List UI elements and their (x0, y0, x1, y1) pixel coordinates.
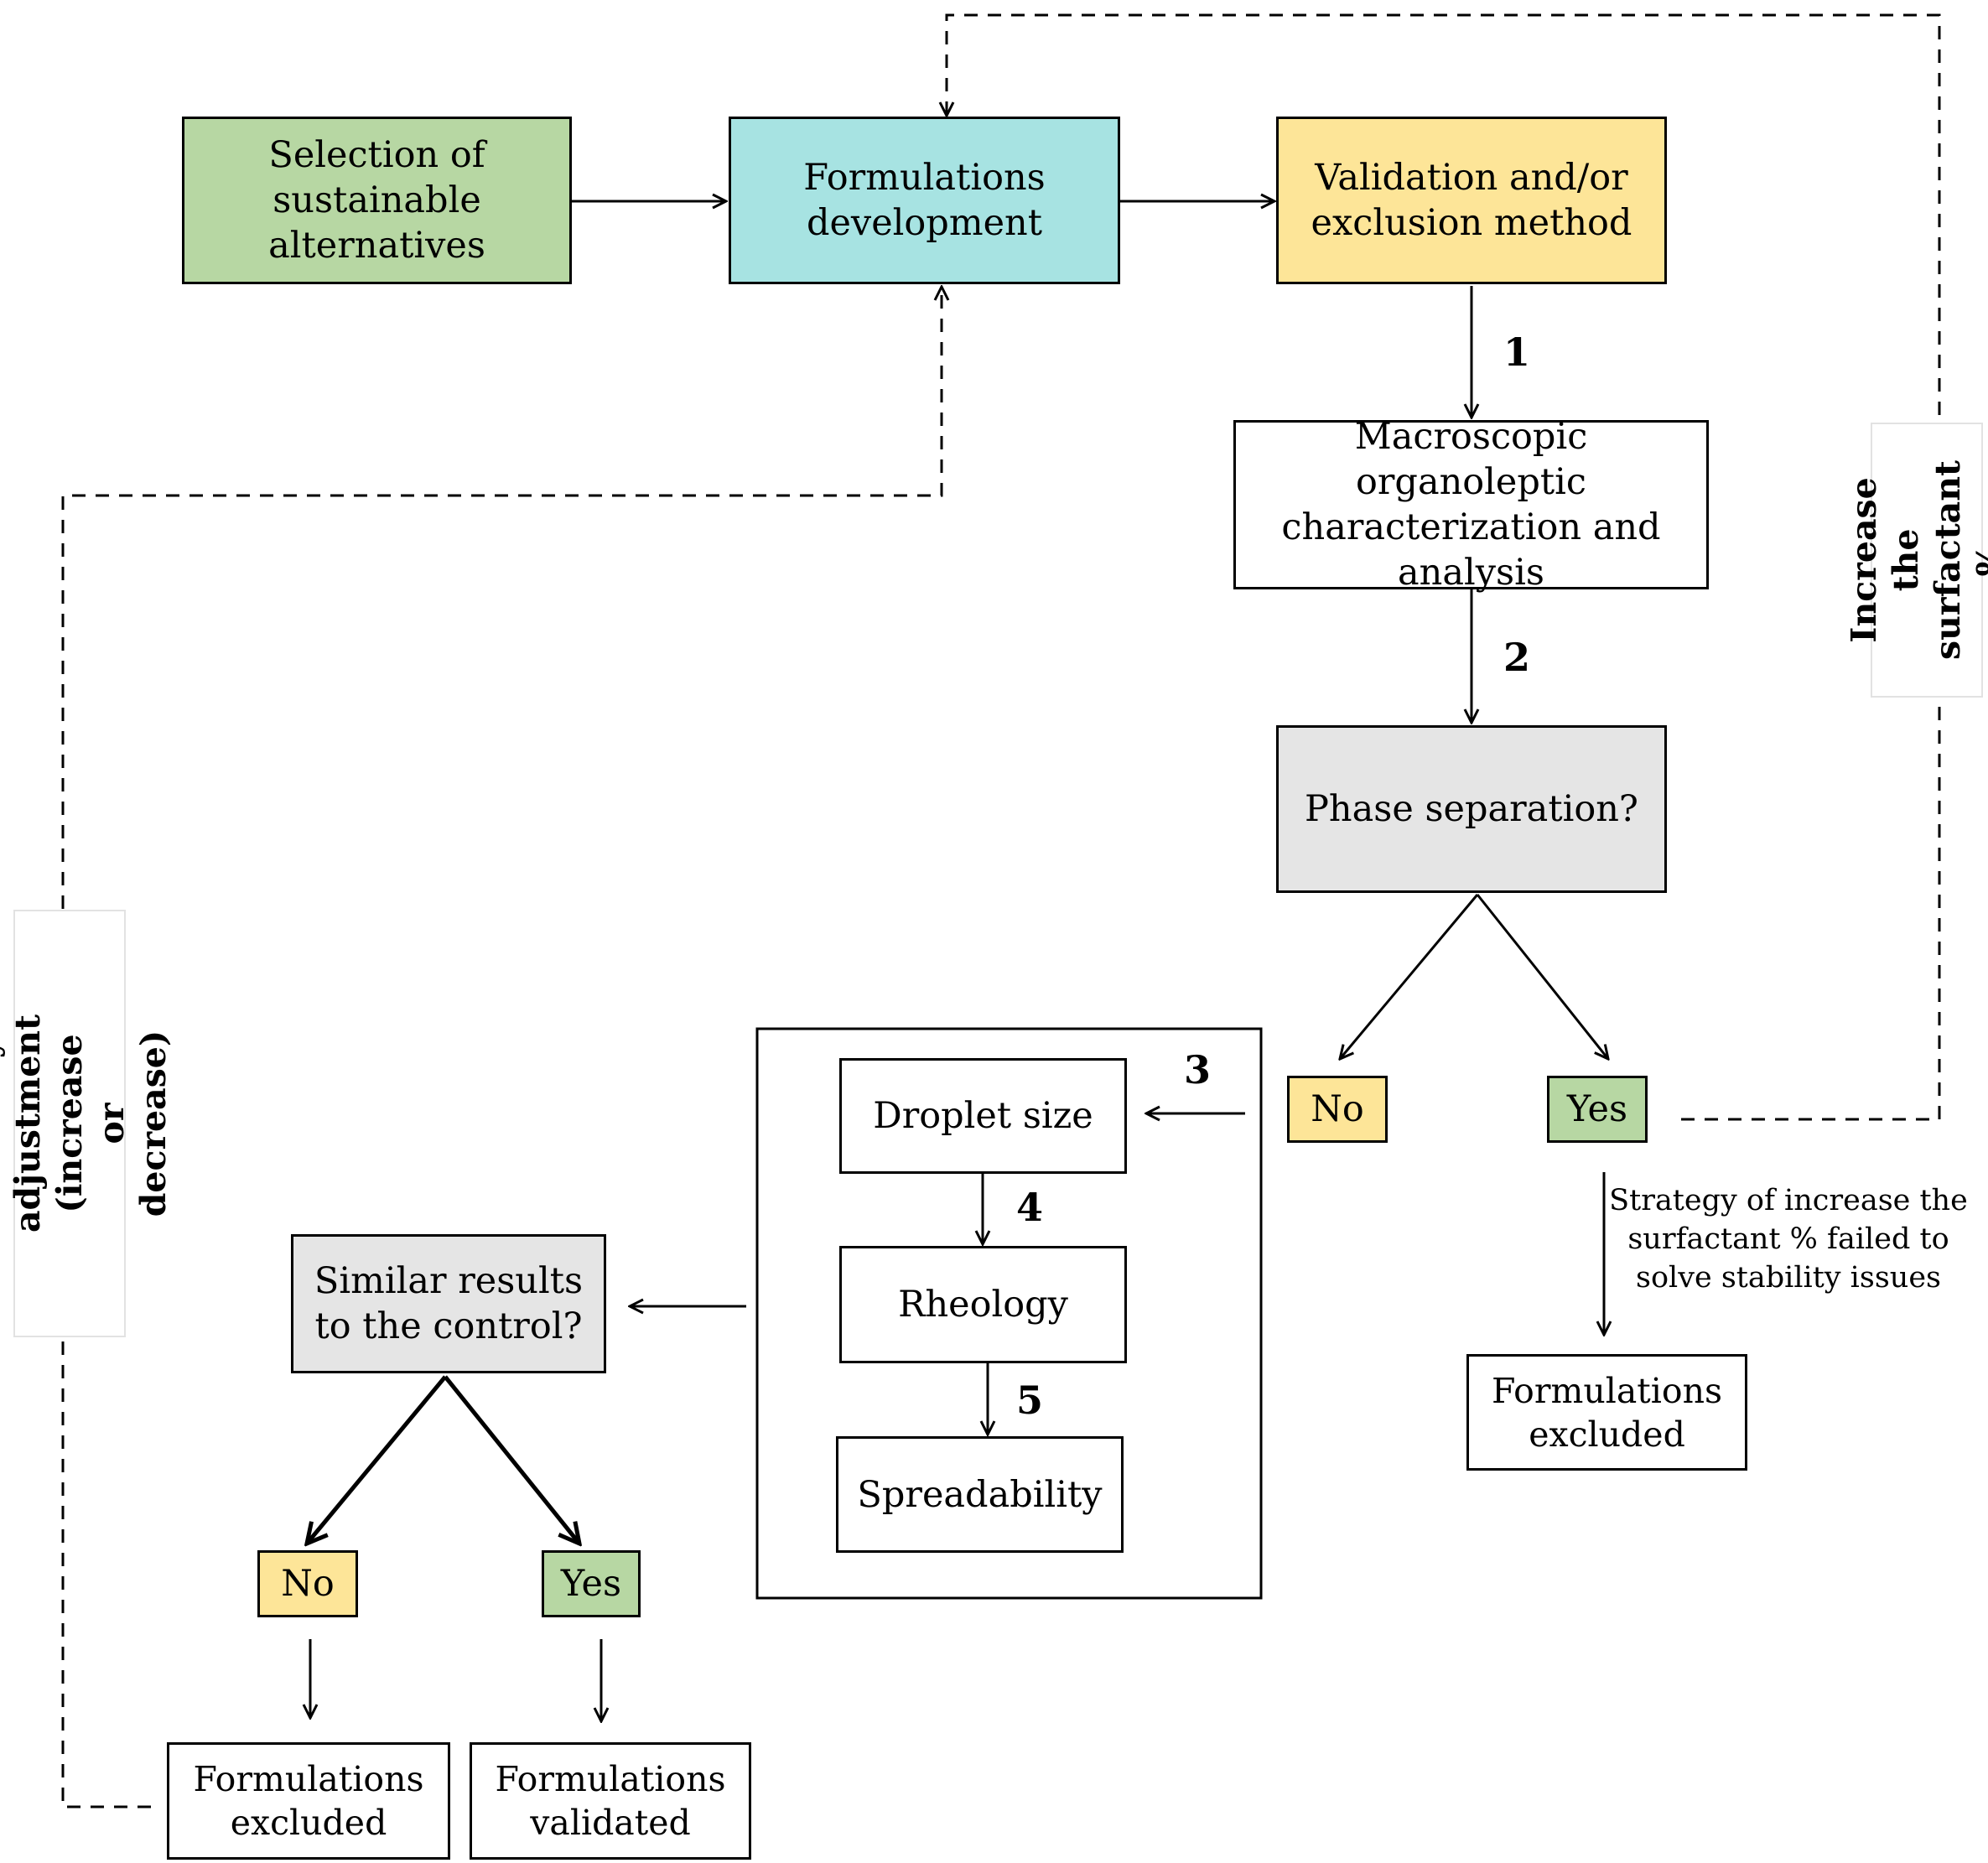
node-macroscopic-characterization: Macroscopic organoleptic characterizatio… (1233, 416, 1709, 594)
node-phase-separation: Phase separation? (1276, 725, 1667, 893)
step-number-5: 5 (1016, 1378, 1044, 1423)
node-droplet-size: Droplet size (839, 1058, 1127, 1174)
node-rheology: Rheology (839, 1246, 1127, 1363)
step-number-4: 4 (1016, 1185, 1044, 1230)
node-similar-results: Similar results to the control? (291, 1234, 606, 1373)
label-viscosity-adjustment: Viscosity adjustment (increase or decrea… (0, 910, 174, 1337)
step-number-3: 3 (1184, 1047, 1212, 1092)
arrow-phase-to-yes (1476, 894, 1608, 1059)
node-spreadability: Spreadability (836, 1436, 1124, 1553)
label-viscosity-adjustment-text: Viscosity adjustment (increase or decrea… (0, 1014, 174, 1233)
node-phase-yes: Yes (1547, 1076, 1648, 1143)
label-increase-surfactant-text: Increase the surfactant % (1844, 460, 1988, 660)
tests-container (755, 1027, 1263, 1600)
step-number-2: 2 (1503, 635, 1531, 680)
arrow-similar-to-yes (444, 1375, 579, 1544)
arrow-phase-to-no (1340, 894, 1479, 1059)
node-selection: Selection of sustainable alternatives (182, 117, 572, 284)
node-similar-no: No (257, 1550, 358, 1617)
node-formulations-excluded-left: Formulations excluded (167, 1742, 450, 1860)
node-phase-no: No (1287, 1076, 1388, 1143)
label-increase-surfactant: Increase the surfactant % (1844, 423, 1988, 698)
node-similar-yes: Yes (542, 1550, 641, 1617)
arrow-similar-to-no (307, 1375, 447, 1544)
node-formulations-excluded-right: Formulations excluded (1466, 1354, 1747, 1471)
node-formulations-development: Formulations development (729, 117, 1120, 284)
dashed-loop-surfactant (947, 13, 1941, 1121)
note-strategy-failed: Strategy of increase the surfactant % fa… (1609, 1184, 1968, 1295)
dashed-loop-viscosity (61, 287, 942, 1809)
node-formulations-validated: Formulations validated (470, 1742, 751, 1860)
node-validation-method: Validation and/or exclusion method (1276, 117, 1667, 284)
step-number-1: 1 (1503, 330, 1531, 375)
